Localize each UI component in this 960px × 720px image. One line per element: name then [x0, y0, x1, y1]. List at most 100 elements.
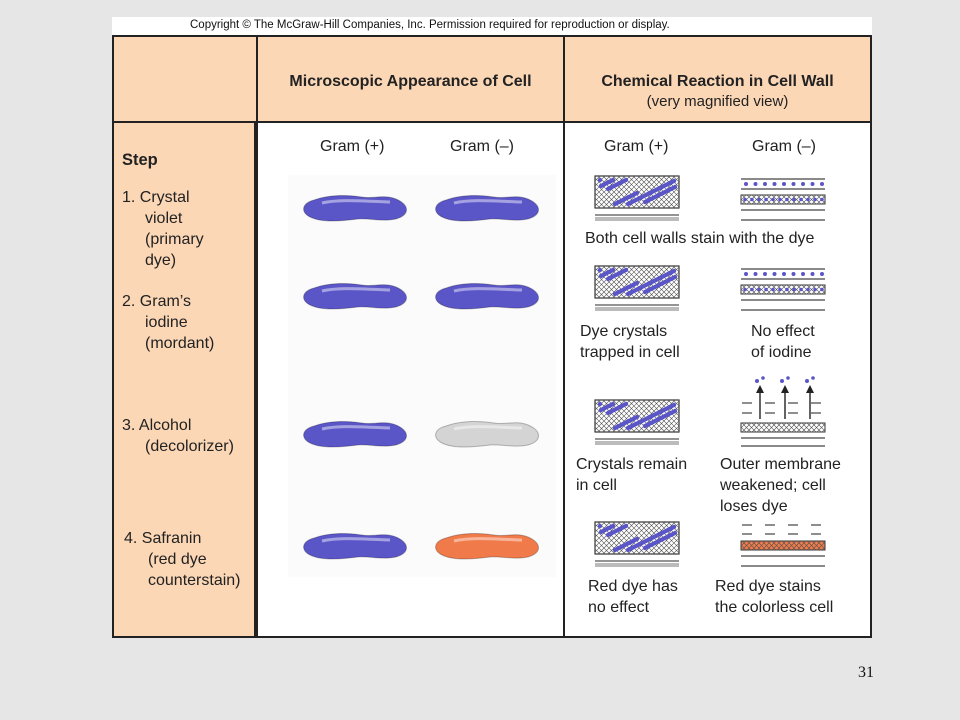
page-number: 31 [858, 664, 874, 681]
dye-dot [764, 197, 768, 202]
step-2-line-2: iodine [145, 314, 188, 331]
dye-crystal [605, 186, 611, 192]
caption-step3-neg-line-3: loses dye [720, 498, 788, 515]
wall-diagram-neg-2 [740, 268, 826, 311]
caption-step4-pos-line-1: Red dye has [588, 578, 678, 595]
cell-body [435, 532, 539, 560]
dye-crystal [612, 201, 618, 207]
caption-step4-neg: Red dye stains the colorless cell [715, 576, 833, 618]
divider-chem [563, 37, 565, 636]
header-chemical-subtitle: (very magnified view) [646, 93, 789, 110]
step-1-line-3: (primary [145, 231, 204, 248]
dye-dot [801, 272, 805, 276]
dye-dot [785, 197, 789, 202]
dye-dot [757, 197, 761, 202]
wall-diagram-neg-3 [740, 376, 826, 447]
dye-dot [791, 272, 796, 276]
column-label-micro-neg: Gram (–) [450, 138, 514, 155]
header-chemical: Chemical Reaction in Cell Wall (very mag… [565, 72, 870, 112]
cell-highlight [453, 199, 523, 205]
cell-2-gram-neg [435, 282, 539, 310]
step-2-line-3: (mordant) [145, 335, 215, 352]
dye-dot [757, 287, 761, 292]
dye-dot [806, 197, 810, 202]
caption-step4-neg-line-2: the colorless cell [715, 599, 834, 616]
step-heading: Step [122, 151, 158, 169]
cell-4-gram-neg [435, 532, 539, 560]
cell-body [435, 282, 539, 310]
dye-dot [771, 287, 775, 292]
cell-body [435, 420, 539, 448]
copyright-text: Copyright © The McGraw-Hill Companies, I… [190, 19, 670, 31]
caption-step3-neg: Outer membrane weakened; cell loses dye [720, 454, 841, 517]
cell-highlight [321, 287, 391, 293]
dye-dot [743, 287, 747, 292]
step-4-label: 4. Safranin (red dye counterstain) [124, 528, 241, 591]
dye-dot [763, 272, 767, 276]
dye-dot [785, 287, 789, 292]
dye-crystal [612, 291, 618, 297]
caption-step3-pos-line-2: in cell [576, 477, 617, 494]
column-label-micro-pos: Gram (+) [320, 138, 385, 155]
dye-dot [778, 197, 782, 202]
wall-diagram-neg-4 [740, 524, 826, 567]
cell-1-gram-pos [303, 194, 407, 222]
dye-dot [799, 287, 803, 292]
dye-dot [792, 287, 796, 292]
header-chemical-title: Chemical Reaction in Cell Wall [601, 73, 834, 90]
step-4-line-2: (red dye [148, 551, 207, 568]
dye-dot [791, 182, 796, 186]
step-3-line-2: (decolorizer) [145, 438, 234, 455]
cell-body [303, 194, 407, 222]
dye-dot [810, 182, 815, 186]
dye-crystal [625, 547, 631, 553]
dye-dot [753, 272, 758, 276]
wall-diagram-pos-1 [594, 175, 680, 221]
dye-crystal [612, 425, 618, 431]
cell-2-gram-pos [303, 282, 407, 310]
caption-step4-pos: Red dye has no effect [588, 576, 678, 618]
column-label-chem-neg: Gram (–) [752, 138, 816, 155]
step-3-label: 3. Alcohol (decolorizer) [122, 415, 234, 457]
cell-3-gram-pos [303, 420, 407, 448]
cell-4-gram-pos [303, 532, 407, 560]
cell-body [303, 532, 407, 560]
caption-step4-neg-line-1: Red dye stains [715, 578, 821, 595]
dye-crystal [597, 177, 603, 183]
dye-crystal [605, 532, 611, 538]
caption-step2-pos-line-2: trapped in cell [580, 344, 680, 361]
cell-micrograph-panel [288, 175, 556, 577]
cell-highlight [453, 425, 523, 431]
dye-crystal [642, 423, 648, 429]
wall-diagram-pos-3 [594, 399, 680, 445]
cell-body [435, 194, 539, 222]
cell-highlight [453, 287, 523, 293]
step-2-label: 2. Gram’s iodine (mordant) [122, 291, 214, 354]
dye-dot [764, 287, 768, 292]
dye-dot [763, 182, 767, 186]
caption-step3-pos: Crystals remain in cell [576, 454, 687, 496]
divider-steps [256, 37, 258, 636]
dye-crystal [605, 410, 611, 416]
dye-crystal [598, 273, 604, 279]
dye-crystal [597, 267, 603, 273]
wall-diagram-neg-1 [740, 178, 826, 221]
dye-dot [813, 197, 817, 202]
header-microscopic: Microscopic Appearance of Cell [289, 73, 532, 90]
wall-diagram-pos-2 [594, 265, 680, 311]
caption-step2-pos-line-1: Dye crystals [580, 323, 668, 340]
column-label-chem-pos: Gram (+) [604, 138, 669, 155]
dye-dot [806, 287, 810, 292]
step-2-line-1: 2. Gram’s [122, 293, 192, 310]
gram-stain-figure: Microscopic Appearance of Cell Chemical … [112, 35, 872, 638]
dye-dot [801, 182, 805, 186]
cell-3-gram-neg [435, 420, 539, 448]
dye-dot [750, 197, 754, 202]
caption-step3-neg-line-1: Outer membrane [720, 456, 841, 473]
cell-1-gram-neg [435, 194, 539, 222]
dye-crystal [625, 291, 631, 297]
dye-dot [810, 272, 815, 276]
step-4-line-3: counterstain) [148, 572, 241, 589]
caption-step3-neg-line-2: weakened; cell [720, 477, 826, 494]
dye-dot [771, 197, 775, 202]
